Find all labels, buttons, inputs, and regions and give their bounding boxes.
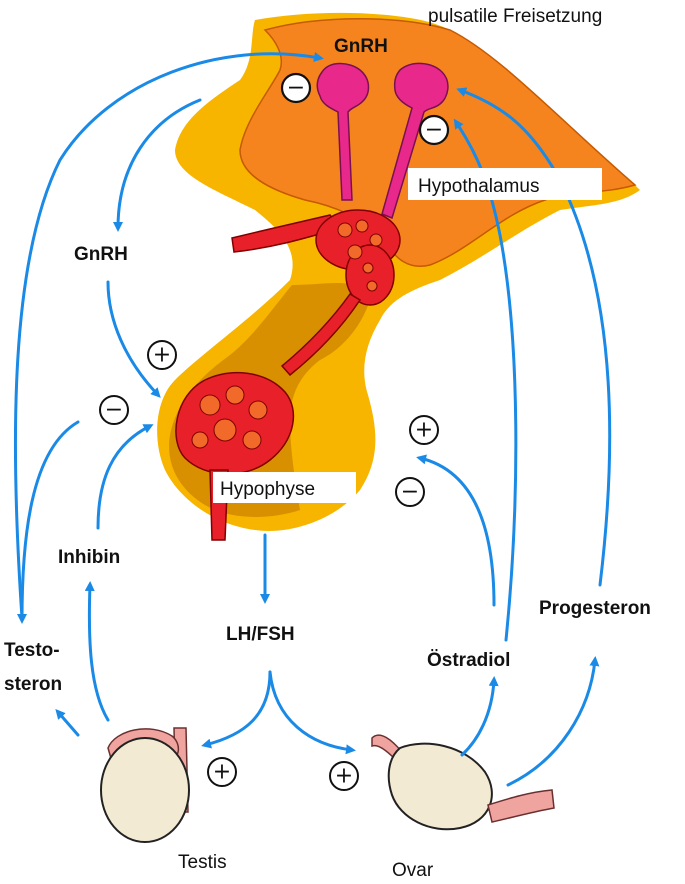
- sign-plus-gnrh: +: [147, 340, 177, 370]
- hypophyse-label-bg: [213, 472, 356, 503]
- svg-text:+: +: [213, 760, 231, 785]
- sign-plus-oestradiol: +: [409, 415, 439, 445]
- arrow-ovar-to-oestradiol: [460, 676, 499, 757]
- sign-minus-gnrh-top: −: [280, 72, 312, 104]
- hypothalamus-label-bg: [408, 168, 602, 200]
- testis-label: Testis: [178, 852, 227, 873]
- arrow-lhfsh-to-ovar: [268, 670, 356, 755]
- ovar-label: Ovar: [392, 860, 434, 881]
- arrow-oestradiol-to-gnrh: [453, 118, 518, 642]
- ovar-illustration: [371, 734, 555, 831]
- testosteron-label-line1: Testo-: [4, 640, 60, 661]
- svg-text:+: +: [335, 764, 353, 789]
- progesteron-label: Progesteron: [539, 598, 651, 619]
- svg-text:+: +: [153, 343, 171, 368]
- hypothalamus-label: Hypothalamus: [418, 176, 539, 197]
- arrow-inhibin-to-hypophyse: [96, 424, 154, 530]
- arrow-testis-to-testosteron: [55, 708, 80, 737]
- arrow-ovar-to-progesteron: [506, 656, 600, 787]
- sign-minus-left: −: [99, 395, 129, 425]
- hypophyse-label: Hypophyse: [220, 479, 315, 500]
- oestradiol-label: Östradiol: [427, 650, 510, 671]
- sign-plus-testis: +: [207, 757, 237, 787]
- arrow-oestradiol-to-hypophyse: [416, 454, 496, 607]
- pulsatile-label: pulsatile Freisetzung: [428, 6, 602, 27]
- arrow-lhfsh-to-testis: [201, 670, 272, 749]
- svg-text:−: −: [401, 480, 419, 505]
- testosteron-label-line2: steron: [4, 674, 62, 695]
- svg-text:+: +: [415, 418, 433, 443]
- sign-plus-ovar: +: [329, 761, 359, 791]
- arrow-testis-to-inhibin: [84, 581, 110, 722]
- feedback-arrows: [13, 52, 612, 787]
- svg-text:−: −: [287, 76, 305, 101]
- svg-text:−: −: [105, 398, 123, 423]
- lh-fsh-label: LH/FSH: [226, 624, 295, 645]
- inhibin-label: Inhibin: [58, 547, 120, 568]
- svg-text:−: −: [425, 118, 443, 143]
- sign-minus-hypothalamus: −: [418, 114, 450, 146]
- arrow-hypothalamus-to-gnrh: [113, 98, 202, 232]
- arrow-gnrh-to-hypophyse: [106, 280, 161, 398]
- gnrh-neurons: [316, 62, 449, 220]
- gnrh-left-label: GnRH: [74, 244, 128, 265]
- sign-minus-oestradiol: −: [395, 477, 425, 507]
- arrow-progesteron-to-gnrh: [456, 87, 612, 587]
- arrow-testosteron-to-hypophyse: [17, 420, 80, 624]
- arrow-testosteron-to-gnrh: [13, 52, 324, 620]
- gnrh-top-label: GnRH: [334, 36, 388, 57]
- testis-illustration: [100, 727, 190, 843]
